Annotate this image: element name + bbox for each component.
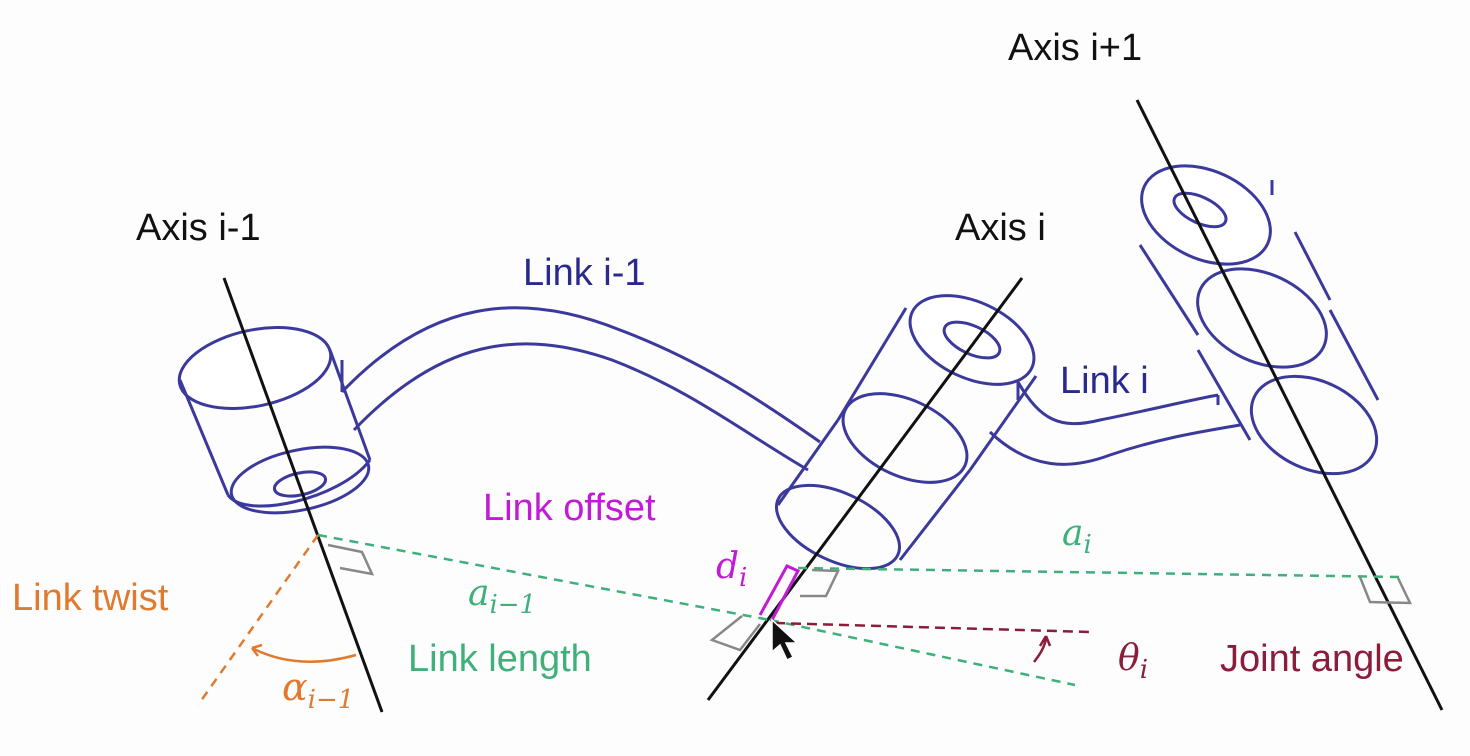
joint-next-cylinder	[1138, 164, 1380, 476]
link-prev-body	[340, 306, 821, 472]
link-curr-body	[988, 381, 1241, 466]
right-angle-markers	[327, 543, 1413, 652]
joint-curr-cylinder	[774, 294, 1038, 571]
joint-prev-cylinder	[177, 326, 372, 515]
link-length-label: Link length	[408, 638, 592, 680]
axis-curr-label: Axis i	[955, 207, 1046, 249]
axis-prev-line	[222, 277, 384, 713]
d-symbol: di	[716, 546, 747, 593]
a-prev-symbol: ai−1	[468, 573, 536, 620]
joint-angle-label: Joint angle	[1220, 638, 1404, 680]
axis-curr-line	[706, 277, 1024, 701]
alpha-symbol: αi−1	[282, 665, 354, 715]
theta-symbol: θi	[1118, 638, 1148, 685]
axis-next-line	[1135, 99, 1444, 711]
axis-next-label: Axis i+1	[1008, 27, 1142, 69]
mouse-cursor-icon	[771, 618, 799, 662]
link-length-marks	[317, 533, 1401, 687]
link-curr-label: Link i	[1060, 360, 1149, 402]
joint-axes	[222, 99, 1444, 713]
joint-angle-marks	[774, 621, 1091, 663]
link-prev-label: Link i-1	[523, 252, 646, 294]
link-offset-label: Link offset	[483, 487, 656, 529]
link-twist-label: Link twist	[12, 577, 169, 619]
axis-prev-label: Axis i-1	[136, 207, 261, 249]
link-offset-marks	[758, 564, 801, 621]
link-twist-marks	[196, 534, 357, 706]
a-curr-symbol: ai	[1062, 513, 1092, 560]
